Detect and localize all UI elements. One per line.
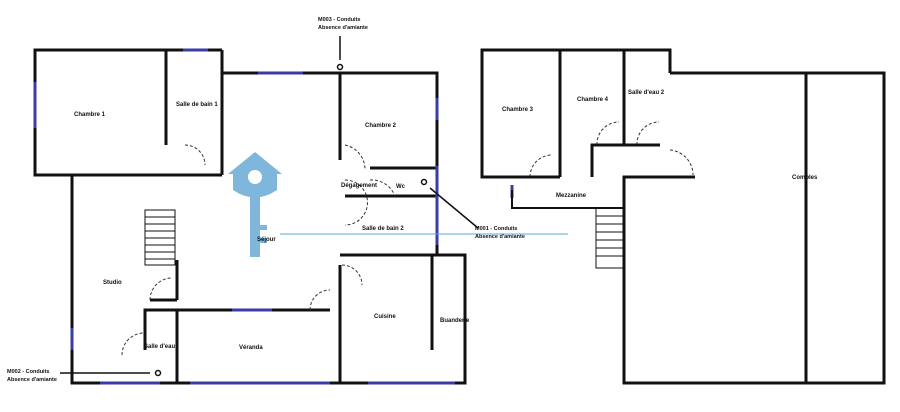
- room-sejour: Séjour: [257, 237, 276, 243]
- room-chambre-4: Chambre 4: [577, 97, 609, 103]
- marker-result: Absence d'amiante: [7, 377, 57, 383]
- marker-code: M003 - Conduits: [318, 17, 361, 23]
- marker-result: Absence d'amiante: [475, 234, 525, 240]
- room-veranda: Véranda: [239, 345, 263, 351]
- room-mezzanine: Mezzanine: [556, 193, 587, 199]
- room-degagement: Dégagement: [341, 183, 378, 189]
- room-buanderie: Buanderie: [440, 318, 470, 324]
- marker-m002-label: M002 - Conduits Absence d'amiante: [7, 368, 57, 384]
- room-wc: Wc: [396, 184, 405, 190]
- marker-result: Absence d'amiante: [318, 25, 368, 31]
- stairs-ground: [145, 216, 175, 260]
- marker-code: M001 - Conduits: [475, 226, 518, 232]
- key-icon: [228, 152, 282, 257]
- walls-upper-floor: [480, 48, 886, 385]
- room-salle-eau-2: Salle d'eau 2: [628, 90, 665, 96]
- room-salle-eau: Salle d'eau: [144, 344, 176, 350]
- doors: [121, 121, 694, 356]
- room-combles: Combles: [792, 175, 818, 181]
- sample-markers: [60, 36, 479, 377]
- marker-m003-label: M003 - Conduits Absence d'amiante: [318, 16, 368, 32]
- room-salle-de-bain-2: Salle de bain 2: [362, 226, 404, 232]
- room-studio: Studio: [103, 280, 122, 286]
- room-chambre-3: Chambre 3: [502, 107, 534, 113]
- stairs-upper: [596, 215, 624, 257]
- room-chambre-2: Chambre 2: [365, 123, 397, 129]
- room-cuisine: Cuisine: [374, 314, 396, 320]
- marker-code: M002 - Conduits: [7, 369, 50, 375]
- room-chambre-1: Chambre 1: [74, 112, 106, 118]
- windows: [33, 48, 656, 385]
- marker-m001-label: M001 - Conduits Absence d'amiante: [475, 225, 525, 241]
- room-salle-de-bain-1: Salle de bain 1: [176, 102, 218, 108]
